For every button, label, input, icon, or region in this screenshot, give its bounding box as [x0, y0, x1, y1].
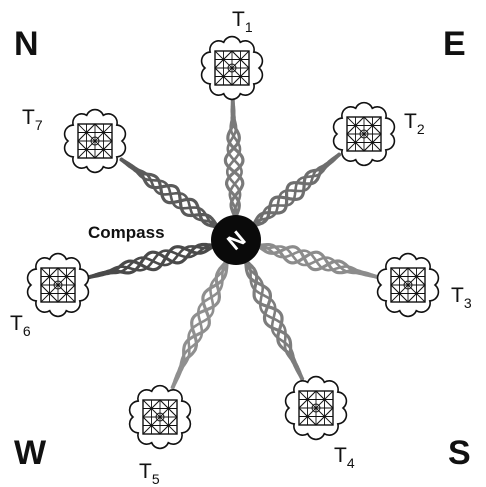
terminal-subscript: 3 — [464, 295, 472, 311]
node-core — [227, 63, 237, 73]
node-grid-line — [390, 267, 426, 303]
node-core — [311, 403, 321, 413]
terminal-label-t5: T5 — [139, 460, 160, 487]
terminal-subscript: 4 — [347, 455, 355, 471]
strand-t7 — [119, 157, 222, 231]
node-grid-line — [298, 390, 334, 426]
terminal-letter: T — [334, 444, 347, 467]
terminal-subscript: 1 — [245, 19, 253, 35]
node-grid-line — [142, 399, 178, 435]
compass-label: Compass — [88, 223, 165, 242]
strand-t2 — [249, 152, 342, 230]
terminal-label-t3: T3 — [451, 284, 472, 311]
strand-layer — [87, 98, 379, 390]
terminal-layer — [26, 35, 440, 450]
node-grid-line — [346, 116, 382, 152]
strand-fiber — [243, 256, 303, 381]
terminal-subscript: 7 — [35, 117, 43, 133]
strand-fiber — [170, 257, 231, 389]
strand-t4 — [242, 256, 305, 381]
strand-fiber — [226, 98, 242, 222]
terminal-letter: T — [22, 106, 35, 129]
terminal-node-t6 — [26, 252, 90, 318]
node-grid-line — [77, 123, 113, 159]
terminal-label-t1: T1 — [232, 8, 253, 35]
corner-label-nw: N — [14, 25, 39, 63]
node-core — [403, 280, 413, 290]
terminal-subscript: 2 — [417, 121, 425, 137]
terminal-label-t6: T6 — [10, 312, 31, 339]
strand-t5 — [170, 256, 231, 390]
terminal-subscript: 6 — [23, 323, 31, 339]
compass-hub: N — [211, 215, 261, 265]
strand-fiber — [87, 244, 219, 278]
terminal-node-t3 — [376, 252, 440, 318]
terminal-letter: T — [232, 8, 245, 31]
strand-t3 — [253, 243, 379, 279]
strand-fiber — [249, 153, 342, 228]
node-core — [90, 136, 100, 146]
terminal-subscript: 5 — [152, 471, 160, 487]
corner-label-se: S — [448, 434, 471, 472]
corner-label-sw: W — [14, 434, 47, 472]
terminal-node-t1 — [200, 35, 264, 101]
terminal-node-t5 — [128, 384, 192, 450]
terminal-node-t7 — [63, 108, 127, 174]
node-grid-line — [40, 267, 76, 303]
node-core — [53, 280, 63, 290]
terminal-letter: T — [404, 110, 417, 133]
strand-t1 — [223, 98, 245, 222]
strand-t6 — [87, 242, 219, 280]
terminal-letter: T — [10, 312, 23, 335]
terminal-node-t4 — [284, 375, 348, 441]
node-core — [359, 129, 369, 139]
node-grid-line — [214, 50, 250, 86]
strand-fiber — [254, 243, 379, 279]
terminal-label-t4: T4 — [334, 444, 355, 471]
terminal-label-t2: T2 — [404, 110, 425, 137]
terminal-letter: T — [451, 284, 464, 307]
terminal-label-t7: T7 — [22, 106, 43, 133]
hub-circle — [211, 215, 261, 265]
terminal-letter: T — [139, 460, 152, 483]
node-core — [155, 412, 165, 422]
strand-fiber — [120, 157, 221, 231]
corner-label-ne: E — [443, 25, 466, 63]
terminal-node-t2 — [332, 101, 396, 167]
